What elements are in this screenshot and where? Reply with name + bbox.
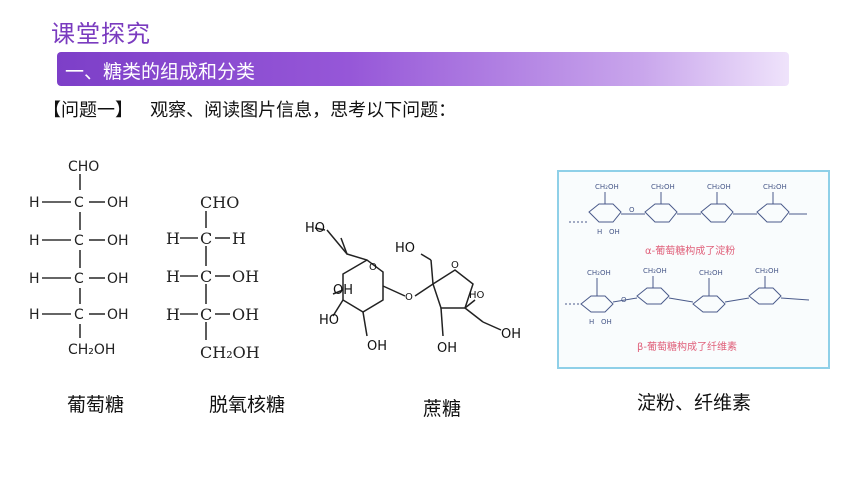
deoxyribose-row-2-right: OH [232,267,259,286]
beta-ring-group-4: CH₂OH [755,267,779,275]
section-title: 一、糖类的组成和分类 [65,61,256,83]
glucose-row-1-left: H [29,195,40,211]
section-banner: 一、糖类的组成和分类 [57,52,789,86]
sucrose-caption: 蔗糖 [423,398,462,420]
sucrose-label-2: HO [395,241,415,256]
deoxyribose-row-1-left: H [166,229,180,248]
alpha-ring-group-2: CH₂OH [651,183,675,191]
sucrose-label-8: OH [501,327,521,342]
sucrose-bridge-o: O [405,292,413,303]
alpha-ring-label-oh: OH [609,228,620,236]
sucrose-structure: HO HO OH HO OH OH HO OH O O O [305,221,521,356]
glucose-row-4-left: H [29,307,40,323]
glucose-row-1-center: C [74,195,84,211]
deoxyribose-row-1-right: H [232,229,246,248]
polysaccharide-panel: CH₂OH CH₂OH CH₂OH CH₂OH H OH O α-葡萄糖构成了淀… [557,170,830,369]
alpha-ring-group-4: CH₂OH [763,183,787,191]
deoxyribose-row-1-center: C [200,229,212,248]
page-title: 课堂探究 [51,20,151,48]
sucrose-label-3: OH [333,283,353,298]
glucose-row-4-right: OH [107,307,129,323]
beta-ring-group-3: CH₂OH [699,269,723,277]
beta-ring-label-h: H [589,318,594,326]
sucrose-ring-o-1: O [369,262,377,273]
polysaccharide-chains: CH₂OH CH₂OH CH₂OH CH₂OH H OH O α-葡萄糖构成了淀… [565,183,810,353]
glucose-row-3-center: C [74,271,84,287]
deoxyribose-structure: CHO H C H H C OH H C OH CH₂OH [166,193,260,362]
alpha-ring-group-1: CH₂OH [595,183,619,191]
alpha-ring-label-o: O [629,206,635,214]
alpha-ring-label-h: H [597,228,602,236]
question-label: 【问题一】 [43,100,133,121]
polysaccharide-caption: 淀粉、纤维素 [637,392,752,414]
sucrose-ring-o-2: O [451,260,459,271]
beta-ring-label-oh: OH [601,318,612,326]
deoxyribose-row-2-center: C [200,267,212,286]
deoxyribose-row-3-left: H [166,305,180,324]
glucose-row-2-left: H [29,233,40,249]
deoxyribose-row-2-left: H [166,267,180,286]
glucose-row-2-center: C [74,233,84,249]
glucose-row-1-right: OH [107,195,129,211]
beta-chain-label: β-葡萄糖构成了纤维素 [637,340,737,353]
deoxyribose-caption: 脱氧核糖 [209,394,286,416]
glucose-bottom-group: CH₂OH [68,342,115,358]
glucose-structure: CHO H C OH H C OH H C OH H C OH CH₂OH [29,159,129,358]
deoxyribose-row-3-right: OH [232,305,259,324]
alpha-chain-label: α-葡萄糖构成了淀粉 [645,244,735,257]
beta-ring-label-o: O [621,296,627,304]
question-line: 【问题一】 观察、阅读图片信息，思考以下问题： [43,96,456,122]
beta-ring-group-1: CH₂OH [587,269,611,277]
deoxyribose-top-group: CHO [200,193,239,212]
beta-ring-group-2: CH₂OH [643,267,667,275]
glucose-caption: 葡萄糖 [67,394,125,416]
sucrose-label-6: OH [437,341,457,356]
glucose-row-3-right: OH [107,271,129,287]
sucrose-label-7: HO [469,290,485,301]
deoxyribose-bottom-group: CH₂OH [200,343,260,362]
glucose-top-group: CHO [68,159,99,175]
deoxyribose-row-3-center: C [200,305,212,324]
alpha-ring-group-3: CH₂OH [707,183,731,191]
question-text: 观察、阅读图片信息，思考以下问题： [150,100,457,121]
sucrose-label-4: HO [319,313,339,328]
sucrose-label-1: HO [305,221,325,236]
sucrose-label-5: OH [367,339,387,354]
glucose-row-4-center: C [74,307,84,323]
glucose-row-2-right: OH [107,233,129,249]
glucose-row-3-left: H [29,271,40,287]
